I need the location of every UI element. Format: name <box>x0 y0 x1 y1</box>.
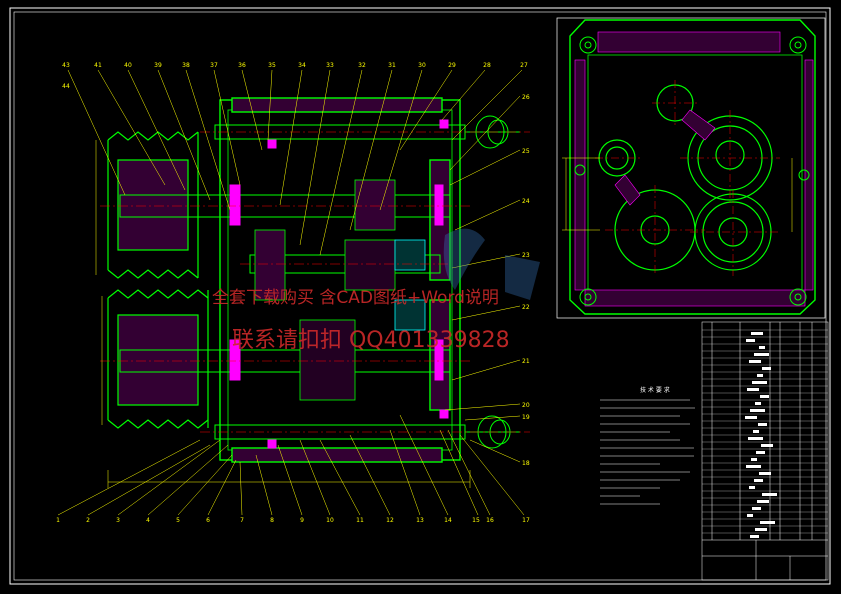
drawing-border-inner <box>13 11 827 581</box>
balloon-31: 31 <box>388 62 396 69</box>
balloon-26: 26 <box>522 94 530 101</box>
balloon-12: 12 <box>386 517 394 524</box>
drawing-frame <box>9 7 831 585</box>
balloon-34: 34 <box>298 62 306 69</box>
logo-watermark <box>443 228 540 300</box>
parts-list-entry-mark <box>755 528 767 531</box>
parts-list-entry-mark <box>749 360 761 363</box>
balloon-37: 37 <box>210 62 218 69</box>
balloon-labels-right: 26 25 24 23 22 21 20 19 18 <box>522 94 530 467</box>
balloon-8: 8 <box>270 517 274 524</box>
parts-list-entry-mark <box>752 381 767 384</box>
side-view <box>556 17 826 319</box>
parts-list-entry-mark <box>757 374 763 377</box>
balloon-14: 14 <box>444 517 452 524</box>
parts-list-entry-mark <box>747 514 753 517</box>
parts-list-entry-mark <box>760 521 775 524</box>
balloon-24: 24 <box>522 198 530 205</box>
gearbox-housing <box>219 97 461 463</box>
parts-list-entry-mark <box>753 430 759 433</box>
balloon-19: 19 <box>522 414 530 421</box>
section-view: 43 44 41 40 39 38 37 36 35 34 33 32 31 3… <box>56 62 530 524</box>
balloon-30: 30 <box>418 62 426 69</box>
parts-list-rows <box>702 329 828 534</box>
balloon-21: 21 <box>522 358 530 365</box>
parts-list-entry-mark <box>760 395 769 398</box>
balloon-7: 7 <box>240 517 244 524</box>
leaders-right <box>444 95 521 463</box>
balloon-18: 18 <box>522 460 530 467</box>
parts-list-entry-mark <box>750 535 759 538</box>
parts-list-entry-mark <box>746 465 761 468</box>
balloon-10: 10 <box>326 517 334 524</box>
balloon-labels-bottom: 1 2 3 4 5 6 7 8 9 10 11 12 13 14 15 16 1… <box>56 517 530 524</box>
balloon-4: 4 <box>146 517 150 524</box>
balloon-20: 20 <box>522 402 530 409</box>
balloon-44: 44 <box>62 83 70 90</box>
balloon-2: 2 <box>86 517 90 524</box>
balloon-6: 6 <box>206 517 210 524</box>
parts-list-entry-mark <box>754 479 763 482</box>
parts-list-entry-mark <box>748 437 763 440</box>
balloon-36: 36 <box>238 62 246 69</box>
gear-blocks <box>254 179 426 401</box>
technical-notes-title: 技 术 要 求 <box>640 387 670 394</box>
balloon-1: 1 <box>56 517 60 524</box>
balloon-38: 38 <box>182 62 190 69</box>
center-lines <box>100 131 530 433</box>
balloon-5: 5 <box>176 517 180 524</box>
parts-list-entry-mark <box>758 423 767 426</box>
parts-list-entry-mark <box>749 486 755 489</box>
upper-pulley <box>107 131 199 279</box>
parts-list-entry-mark <box>759 346 765 349</box>
balloon-22: 22 <box>522 304 530 311</box>
balloon-17: 17 <box>522 517 530 524</box>
balloon-40: 40 <box>124 62 132 69</box>
balloon-25: 25 <box>522 148 530 155</box>
balloon-35: 35 <box>268 62 276 69</box>
parts-list-entry-mark <box>751 458 757 461</box>
technical-notes <box>600 399 695 505</box>
balloon-41: 41 <box>94 62 102 69</box>
lower-pulley <box>107 289 209 429</box>
balloon-15: 15 <box>472 517 480 524</box>
parts-list-marks <box>745 332 777 538</box>
balloon-32: 32 <box>358 62 366 69</box>
balloon-13: 13 <box>416 517 424 524</box>
balloon-39: 39 <box>154 62 162 69</box>
parts-list-entry-mark <box>762 493 777 496</box>
parts-list-entry-mark <box>754 353 769 356</box>
watermark-text-line1: 全套下载购买 含CAD图纸+Word说明 <box>212 288 499 308</box>
balloon-labels-top: 43 44 41 40 39 38 37 36 35 34 33 32 31 3… <box>62 62 528 90</box>
leaders-bottom <box>57 414 525 516</box>
parts-list-entry-mark <box>752 507 761 510</box>
balloon-33: 33 <box>326 62 334 69</box>
parts-list-entry-mark <box>750 409 765 412</box>
dimensions <box>95 140 471 488</box>
balloon-11: 11 <box>356 517 364 524</box>
balloon-9: 9 <box>300 517 304 524</box>
parts-list-entry-mark <box>746 339 755 342</box>
balloon-43: 43 <box>62 62 70 69</box>
watermark-text-line2: 联系请扣扣 QQ401339828 <box>232 328 510 353</box>
bearings <box>229 119 449 449</box>
balloon-16: 16 <box>486 517 494 524</box>
parts-list-entry-mark <box>761 444 773 447</box>
leaders-top <box>67 69 523 256</box>
parts-list-entry-mark <box>751 332 763 335</box>
parts-list-entry-mark <box>757 500 769 503</box>
parts-list-entry-mark <box>755 402 761 405</box>
parts-list-entry-mark <box>762 367 771 370</box>
balloon-3: 3 <box>116 517 120 524</box>
parts-list-entry-mark <box>756 451 765 454</box>
balloon-23: 23 <box>522 252 530 259</box>
parts-list-entry-mark <box>759 472 771 475</box>
parts-list-table <box>701 321 829 581</box>
balloon-29: 29 <box>448 62 456 69</box>
balloon-27: 27 <box>520 62 528 69</box>
parts-list-entry-mark <box>747 388 759 391</box>
balloon-28: 28 <box>483 62 491 69</box>
parts-list-entry-mark <box>745 416 757 419</box>
